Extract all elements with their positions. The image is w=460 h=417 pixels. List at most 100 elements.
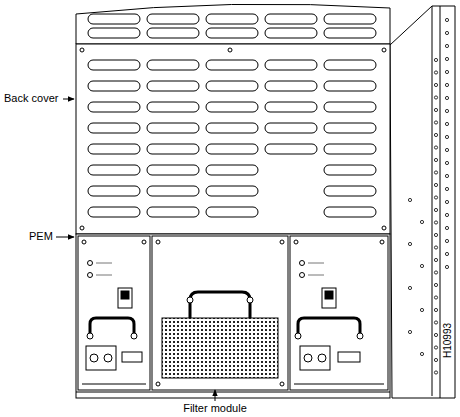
vent-slot [206,14,258,24]
side-hole [445,109,448,112]
side-hole [445,252,448,255]
vent-slot [147,207,199,217]
vent-slot [324,123,376,133]
vent-slot [88,123,140,133]
side-hole [434,271,437,274]
vent-slot [147,186,199,196]
side-hole [445,174,448,177]
side-hole [445,122,448,125]
part-label: Filter module [182,402,248,415]
vent-slot [88,14,140,24]
vent-slot [206,28,258,38]
vent-slot [206,102,258,112]
side-hole [445,187,448,190]
vent-slots [88,14,376,217]
screws [80,48,386,230]
side-hole [445,18,448,21]
vent-slot [324,28,376,38]
side-hole [408,330,411,333]
vent-slot [324,207,376,217]
part-label: Back cover [3,92,59,105]
side-hole [434,183,437,186]
side-hole [445,148,448,151]
side-hole [434,146,437,149]
vent-slot [88,144,140,154]
side-hole [445,265,448,268]
filter-module [152,236,288,390]
side-hole [434,233,437,236]
chassis-body [76,4,455,398]
leader-lines [56,99,215,401]
vent-slot [88,28,140,38]
side-hole [420,352,423,355]
side-hole [434,321,437,324]
side-hole [434,58,437,61]
side-hole [434,121,437,124]
side-hole [408,242,411,245]
vent-slot [88,81,140,91]
vent-slot [324,14,376,24]
side-hole [434,208,437,211]
side-hole [434,258,437,261]
side-hole [434,171,437,174]
side-holes [408,18,448,374]
vent-slot [324,60,376,70]
vent-slot [324,81,376,91]
side-hole [434,296,437,299]
side-hole [434,221,437,224]
vent-slot [324,102,376,112]
side-hole [434,71,437,74]
vent-slot [147,165,199,175]
vent-slot [265,14,317,24]
side-hole [445,57,448,60]
vent-slot [147,123,199,133]
side-hole [434,283,437,286]
side-hole [445,226,448,229]
side-hole [445,44,448,47]
vent-slot [88,102,140,112]
side-hole [434,133,437,136]
vent-slot [206,207,258,217]
side-hole [434,308,437,311]
side-hole [408,198,411,201]
side-hole [445,161,448,164]
side-hole [445,83,448,86]
pem-right [290,236,388,390]
side-hole [434,358,437,361]
vent-slot [324,165,376,175]
side-hole [408,286,411,289]
vent-slot [206,165,258,175]
vent-slot [88,207,140,217]
side-hole [445,213,448,216]
side-hole [434,346,437,349]
side-hole [420,308,423,311]
vent-slot [147,14,199,24]
side-hole [434,83,437,86]
vent-slot [265,81,317,91]
vent-slot [206,144,258,154]
side-hole [434,108,437,111]
side-hole [445,200,448,203]
figure-id: H10993 [441,321,454,358]
vent-slot [206,123,258,133]
side-hole [420,220,423,223]
side-hole [445,135,448,138]
vent-slot [147,60,199,70]
side-hole [445,239,448,242]
vent-slot [265,144,317,154]
vent-slot [147,144,199,154]
side-hole [434,246,437,249]
vent-slot [206,186,258,196]
vent-slot [324,144,376,154]
vent-slot [206,81,258,91]
vent-slot [206,60,258,70]
side-hole [445,31,448,34]
side-hole [420,264,423,267]
vent-slot [265,60,317,70]
side-hole [434,371,437,374]
vent-slot [265,102,317,112]
vent-slot [147,28,199,38]
vent-slot [88,165,140,175]
